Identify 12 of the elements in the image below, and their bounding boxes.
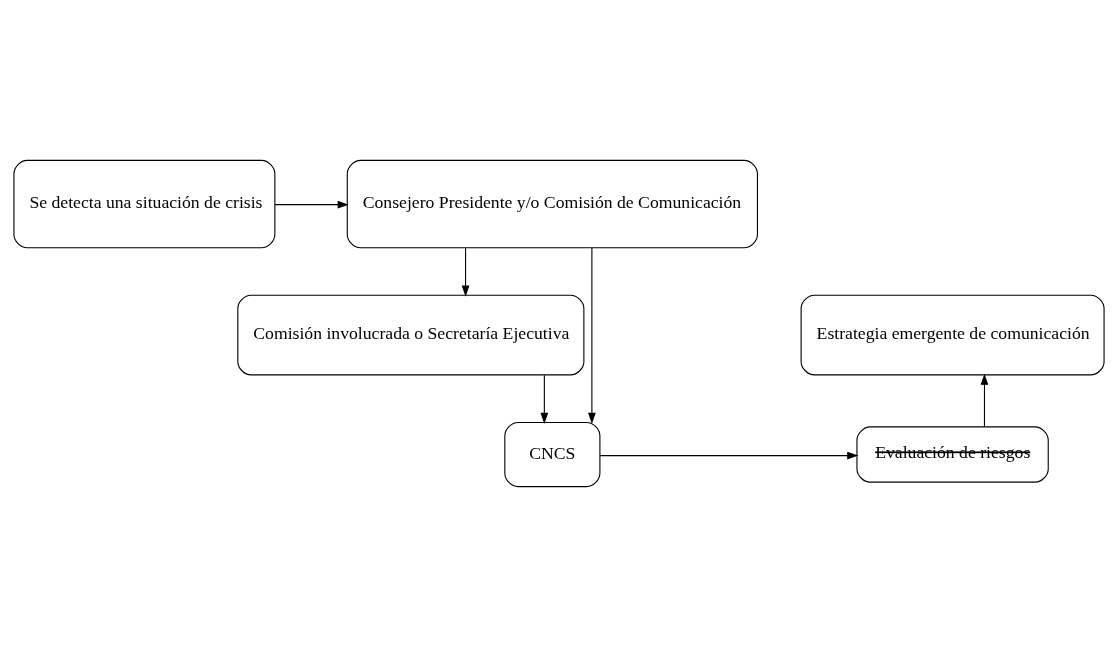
- arrow: [599, 451, 859, 459]
- node-box: CNCS: [504, 421, 601, 487]
- arrow: [274, 200, 349, 209]
- arrow: [980, 373, 989, 427]
- arrow: [540, 374, 549, 424]
- arrow: [461, 247, 470, 297]
- arrow: [588, 246, 596, 424]
- node-box: Evaluación de riesgos: [856, 425, 1049, 483]
- node-box: Consejero Presidente y/o Comisión de Comunicación: [346, 159, 758, 248]
- node-box: Estrategia emergente de comunicación: [800, 294, 1105, 375]
- node-box: Se detecta una situación de crisis: [13, 159, 276, 248]
- node-box: Comisión involucrada o Secretaría Ejecutiva: [237, 294, 585, 375]
